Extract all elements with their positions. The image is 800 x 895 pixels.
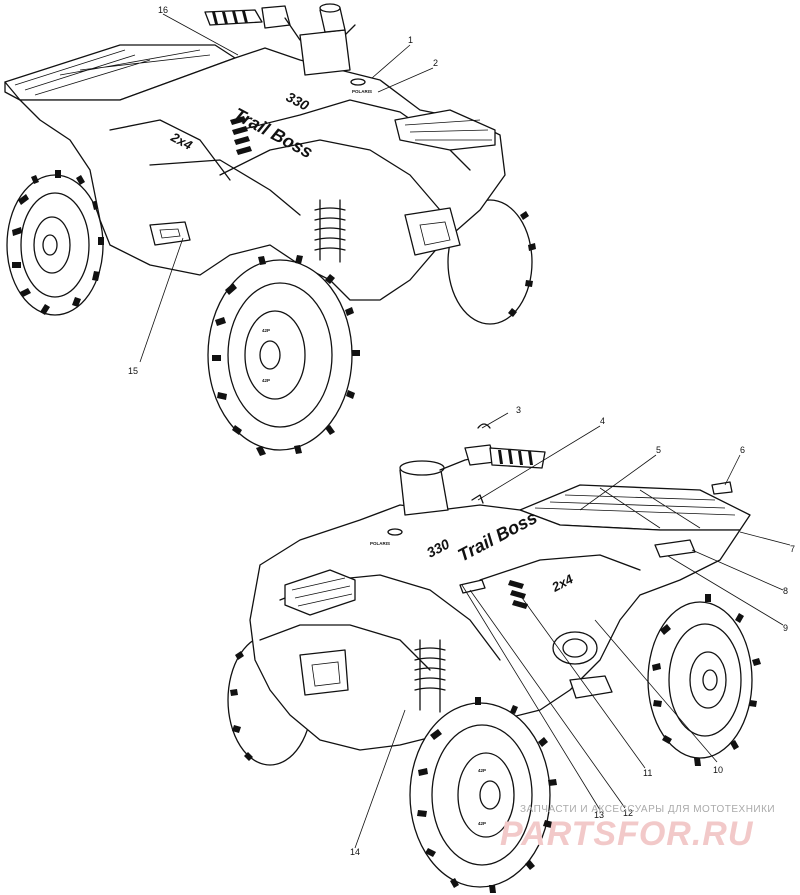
atv-upper-illustration: Trail Boss 330 2x4 POLARIS 42P 42P [4, 3, 536, 456]
rear-right-wheel [447, 199, 536, 325]
upper-logo-badge [350, 78, 366, 86]
upper-handlebar [204, 3, 356, 76]
callout-1: 1 [408, 35, 413, 45]
callout-9: 9 [783, 623, 788, 633]
upper-body [19, 47, 506, 301]
callout-15: 15 [128, 366, 138, 376]
lower-brand-decal: POLARIS [370, 541, 390, 546]
lower-wheel-stamp-bottom: 42P [478, 821, 486, 826]
callout-10: 10 [713, 765, 723, 775]
callout-6: 6 [740, 445, 745, 455]
lower-wheel-stamp-top: 42P [478, 768, 486, 773]
watermark-site: PARTSFOR.RU [500, 815, 754, 853]
callout-14: 14 [350, 847, 360, 857]
lower-small-decal-8 [654, 539, 696, 558]
callout-leaders [139, 13, 791, 849]
callout-11: 11 [643, 768, 652, 778]
lower-decal-3 [477, 423, 491, 429]
lower-body [249, 444, 741, 751]
watermark: ЗАПЧАСТИ И АКСЕССУАРЫ ДЛЯ МОТОТЕХНИКИ PA… [500, 804, 775, 853]
lower-logo-badge [387, 528, 403, 536]
callout-7: 7 [790, 544, 795, 554]
lower-decal-4 [471, 494, 484, 504]
callout-5: 5 [656, 445, 661, 455]
watermark-tagline: ЗАПЧАСТИ И АКСЕССУАРЫ ДЛЯ МОТОТЕХНИКИ [520, 804, 775, 815]
callout-3: 3 [516, 405, 521, 415]
lower-front-right-wheel: 42P 42P [409, 697, 557, 893]
atv-lower-illustration: Trail Boss 330 2x4 POLARIS [227, 423, 761, 893]
lower-rear-wheel [647, 594, 761, 766]
rear-left-wheel [6, 170, 104, 316]
upper-wheel-stamp-bottom: 42P [262, 378, 270, 383]
upper-brand-decal: POLARIS [352, 89, 372, 94]
callout-8: 8 [783, 586, 788, 596]
lower-small-decal-12 [459, 579, 486, 594]
callout-16: 16 [158, 5, 168, 15]
callout-numbers: 1 2 3 4 5 6 7 8 9 10 11 12 13 14 15 16 [128, 5, 795, 857]
upper-wheel-stamp-top: 42P [262, 328, 270, 333]
lower-decal-6 [711, 481, 733, 495]
front-left-wheel: 42P 42P [207, 255, 360, 456]
callout-13: 13 [594, 810, 604, 820]
callout-12: 12 [623, 808, 633, 818]
callout-4: 4 [600, 416, 605, 426]
callout-2: 2 [433, 58, 438, 68]
